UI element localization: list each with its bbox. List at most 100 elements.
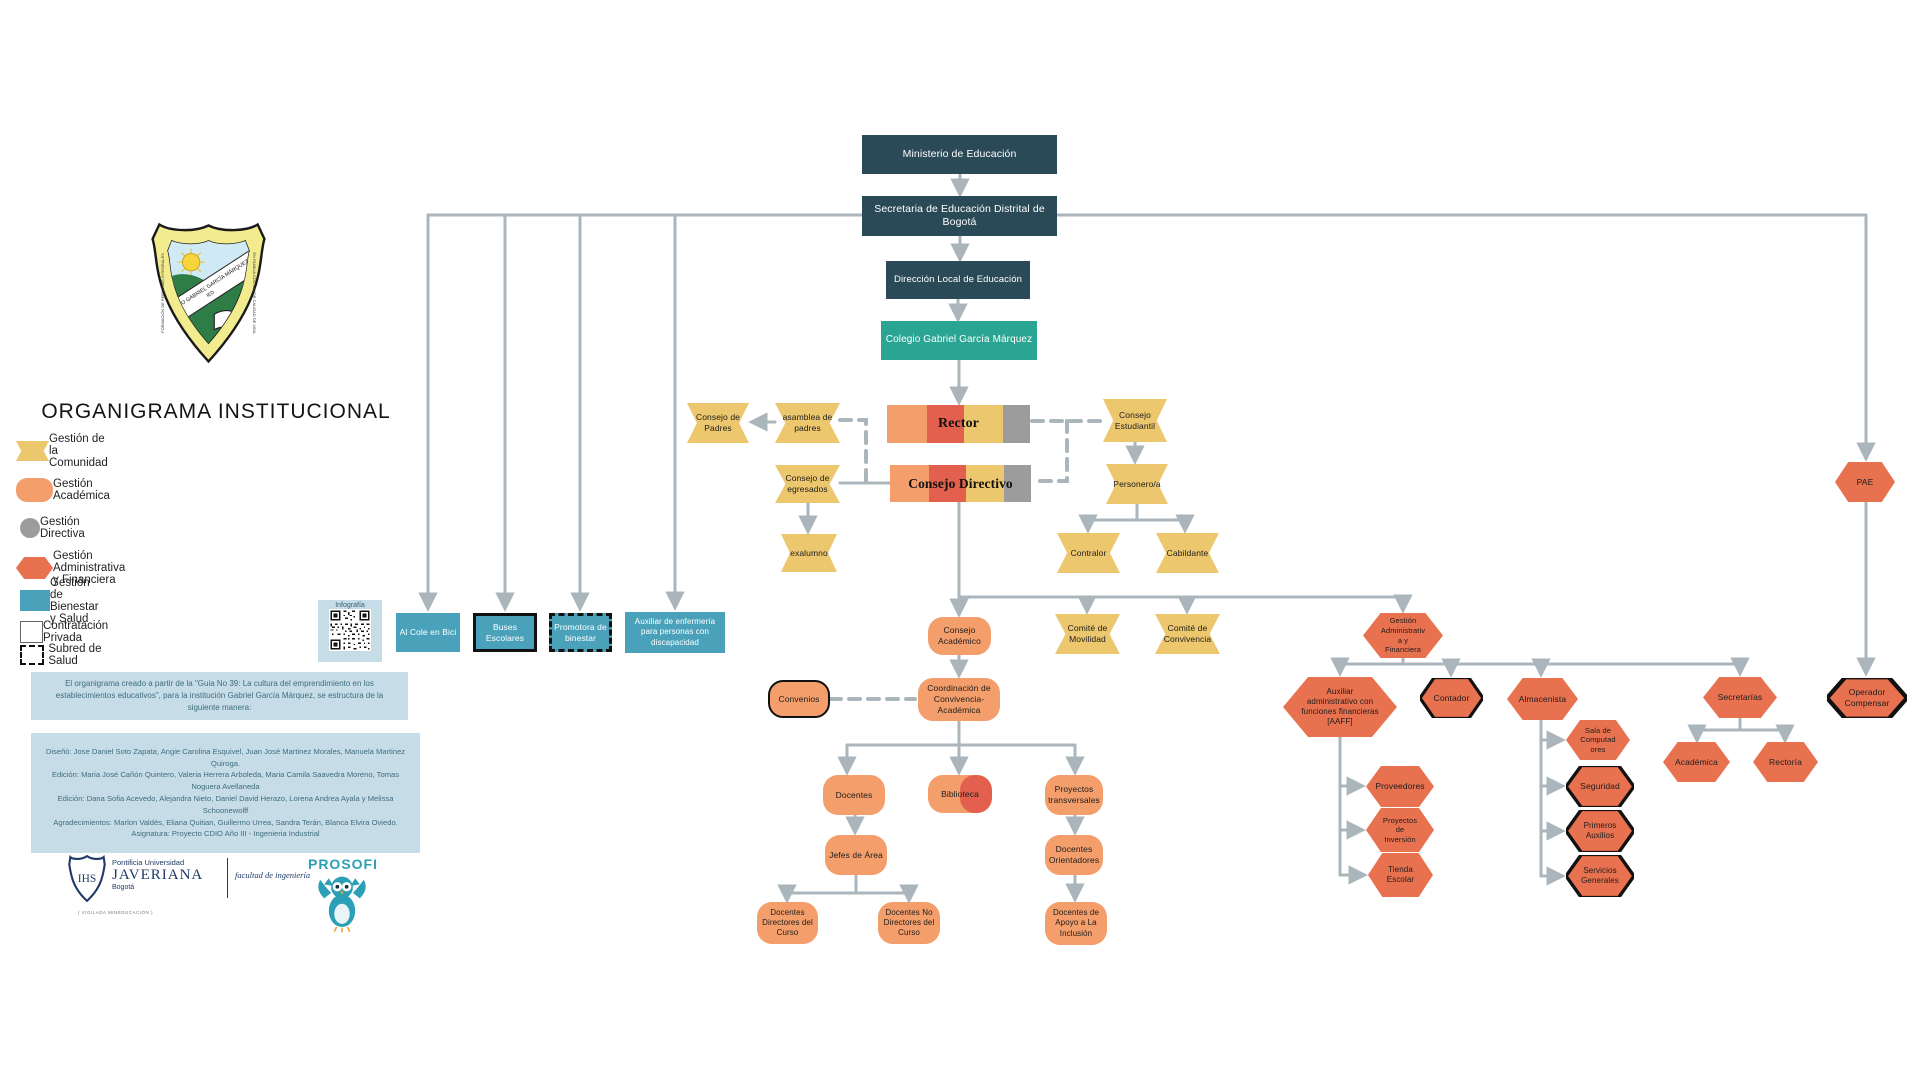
- legend-item-4: Gestión de Bienestar y Salud: [10, 577, 106, 625]
- color-segment: [1002, 405, 1030, 443]
- javeriana-monogram: IHS: [78, 873, 96, 885]
- qr-code-icon: [329, 609, 371, 651]
- node-almacenista: Almacenista: [1507, 678, 1578, 720]
- outlined-square-icon: [20, 621, 43, 643]
- color-segment: [887, 405, 928, 443]
- credits-line-2: Edición: Dana Sofia Acevedo, Alejandra N…: [57, 794, 394, 815]
- logos-footer: IHS Pontificia Universidad JAVERIANA Bog…: [30, 848, 390, 938]
- legend-item-0: Gestión de la Comunidad: [10, 433, 112, 469]
- node-label: Contador: [1433, 692, 1470, 703]
- prosofi-owl-icon: [318, 876, 366, 933]
- square-icon: [20, 590, 50, 611]
- credits-line-3: Agradecimientos: Marlon Valdés, Eliana Q…: [53, 817, 398, 827]
- node-al-cole-en-bici: Al Cole en Bici: [396, 613, 460, 652]
- circle-icon: [20, 518, 40, 538]
- node-convenios: Convenios: [768, 680, 830, 718]
- node-colegio-ggm: Colegio Gabriel García Márquez: [881, 321, 1037, 360]
- legend-item-1: Gestión Académica: [10, 478, 110, 502]
- node-proveedores: Proveedores: [1366, 766, 1434, 807]
- legend-item-3: Gestión Administrativa y Financiera: [10, 550, 125, 586]
- node-label: exalumno: [790, 547, 828, 558]
- node-label: Proveedores: [1375, 781, 1425, 792]
- color-segment: [964, 405, 1003, 443]
- node-label: PAE: [1856, 476, 1874, 487]
- credits-line-0: Diseñó: Jose Daniel Soto Zapata, Angie C…: [45, 746, 406, 768]
- node-secretaria-academica: Académica: [1663, 742, 1730, 782]
- node-cabildante: Cabildante: [1156, 533, 1219, 573]
- legend-item-2: Gestión Directiva: [10, 516, 98, 540]
- crest-banner-ied: IED: [206, 289, 216, 299]
- node-label: Secretarías: [1717, 692, 1763, 703]
- credits-panel: Diseñó: Jose Daniel Soto Zapata, Angie C…: [31, 733, 420, 853]
- color-segment: [927, 405, 965, 443]
- stadium-icon: [16, 478, 53, 502]
- node-secretaria-rectoria: Rectoría: [1753, 742, 1818, 782]
- node-label: Colegio Gabriel García Márquez: [885, 334, 1033, 346]
- node-ministerio-educacion: Ministerio de Educación: [862, 135, 1057, 174]
- node-label: Consejo Directivo: [908, 475, 1013, 491]
- crest-right-motto: EN FAMILIA CON MEJOR CALIDAD DE VIDA: [252, 252, 257, 334]
- prosofi-wordmark: PROSOFI: [307, 856, 378, 872]
- node-jefes-de-area: Jefes de Área: [825, 835, 887, 875]
- faculty-label: facultad de ingeniería: [235, 870, 311, 880]
- vigilada-label: ( VIGILADA MINEDUCACIÓN ): [78, 910, 154, 915]
- legend-item-5: Contratación Privada: [10, 620, 118, 644]
- node-consejo-directivo: Consejo Directivo: [890, 465, 1031, 502]
- node-label: Contralor: [1070, 547, 1107, 558]
- credits-line-1: Edición: Maria José Cañón Quintero, Vale…: [51, 770, 400, 792]
- node-contador: Contador: [1420, 678, 1483, 718]
- node-label: Rectoría: [1769, 756, 1802, 767]
- node-label: Biblioteca: [941, 788, 979, 799]
- ribbon-icon: [16, 441, 49, 461]
- hexagon-icon: [16, 557, 53, 579]
- node-label: Jefes de Área: [829, 849, 883, 860]
- javeriana-line1: Pontificia Universidad: [112, 858, 185, 867]
- node-label: Cabildante: [1166, 547, 1209, 558]
- node-personero: Personero/a: [1106, 464, 1168, 504]
- color-segment: [966, 465, 1005, 502]
- node-contralor: Contralor: [1057, 533, 1120, 573]
- legend-item-6: Subred de Salud: [10, 643, 105, 667]
- node-label: Buses Escolares: [485, 621, 525, 643]
- infographic-qr-panel: Infografía: [318, 600, 382, 662]
- javeriana-line2: JAVERIANA: [112, 867, 204, 883]
- legend-label: Gestión Académica: [53, 478, 110, 502]
- dashed-square-icon: [20, 645, 44, 665]
- logo-divider: [227, 858, 228, 898]
- node-label: Académica: [1675, 756, 1718, 767]
- crest-left-motto: FORMACIÓN DE PERSONAS INTEGRALES: [160, 253, 165, 333]
- legend-label: Gestión de la Comunidad: [49, 433, 108, 469]
